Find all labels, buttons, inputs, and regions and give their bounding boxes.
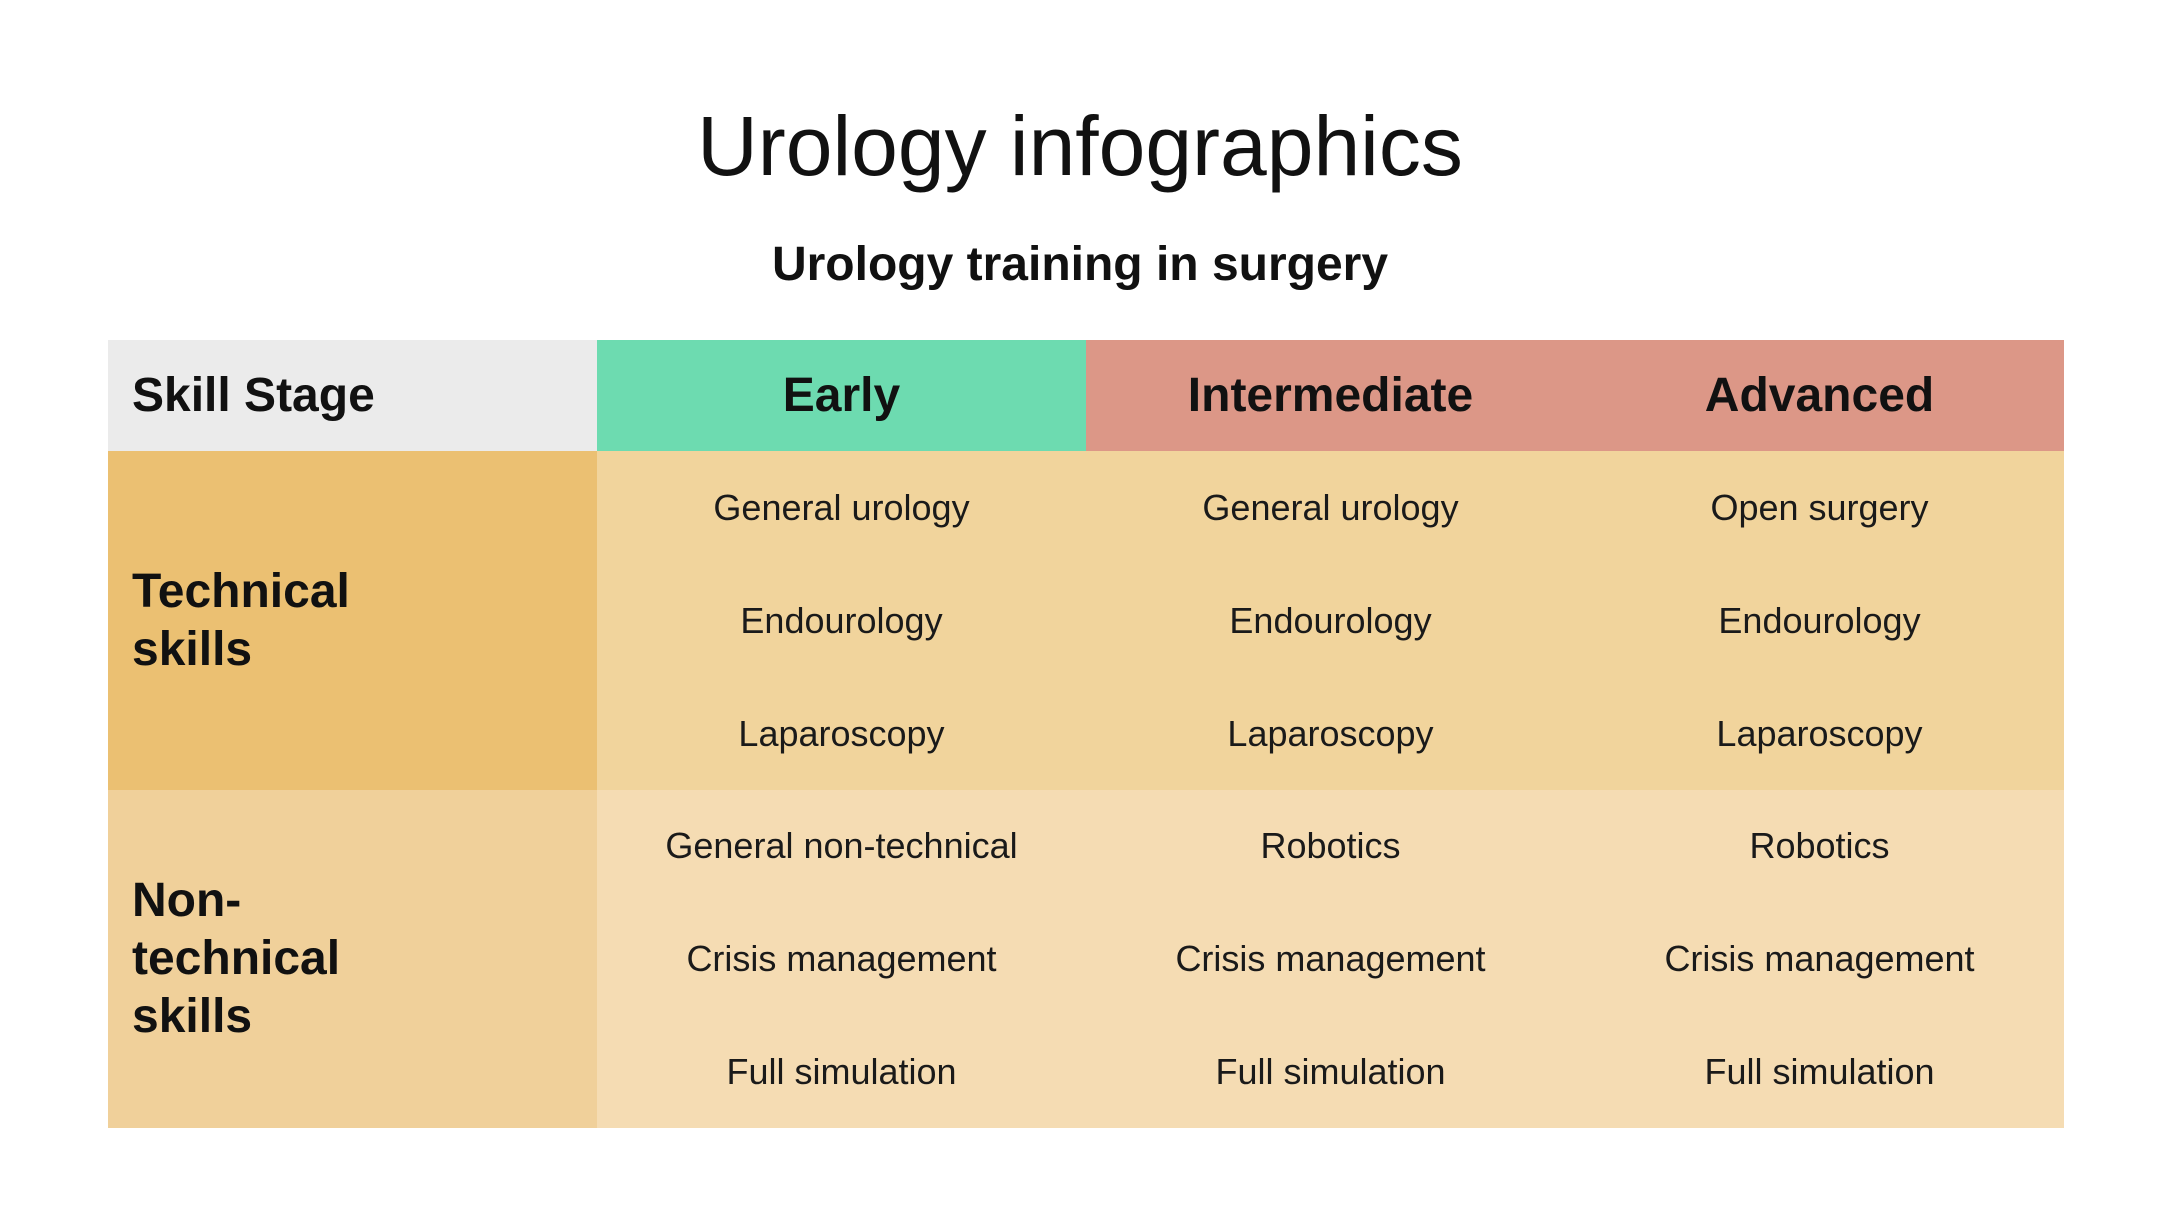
list-item: Endourology xyxy=(1718,599,1921,641)
page-title: Urology infographics xyxy=(697,99,1463,193)
list-item: Robotics xyxy=(1260,825,1401,867)
page-subtitle: Urology training in surgery xyxy=(771,238,1389,291)
list-item: Full simulation xyxy=(1215,1050,1446,1092)
technical-row-background xyxy=(597,451,2064,790)
list-item: Robotics xyxy=(1749,825,1890,867)
list-item: General urology xyxy=(1202,486,1459,528)
row-label-line: skills xyxy=(132,622,253,676)
list-item: Laparoscopy xyxy=(738,712,945,754)
list-item: Full simulation xyxy=(726,1050,957,1092)
list-item: General urology xyxy=(713,486,970,528)
row-label-non-technical-skills: Non- technical skills xyxy=(108,790,597,1128)
header-early: Early xyxy=(597,340,1086,451)
list-item: Laparoscopy xyxy=(1716,712,1923,754)
list-item: Laparoscopy xyxy=(1227,712,1434,754)
list-item: Crisis management xyxy=(686,938,997,979)
nontechnical-row-background xyxy=(597,790,2064,1128)
skill-stage-table: Skill Stage Early Intermediate Advanced … xyxy=(108,340,2064,1128)
list-item: Crisis management xyxy=(1175,938,1486,979)
list-item: Crisis management xyxy=(1664,938,1975,979)
list-item: Endourology xyxy=(740,599,943,641)
nontechnical-early-cell: General non-technical Crisis management … xyxy=(597,790,1086,1128)
row-label-line: Non- xyxy=(132,874,242,927)
row-label-line: technical xyxy=(132,932,341,985)
list-item: Full simulation xyxy=(1704,1050,1935,1092)
technical-early-cell: General urology Endourology Laparoscopy xyxy=(597,451,1086,790)
header-advanced: Advanced xyxy=(1575,340,2064,451)
list-item: Endourology xyxy=(1229,599,1432,641)
header-skill-stage: Skill Stage xyxy=(108,340,597,451)
row-label-line: Technical xyxy=(132,564,350,618)
row-label-line: skills xyxy=(132,990,253,1043)
nontechnical-advanced-cell: Robotics Crisis management Full simulati… xyxy=(1575,790,2064,1128)
row-label-technical-skills: Technical skills xyxy=(108,451,597,790)
header-intermediate: Intermediate xyxy=(1086,340,1575,451)
list-item: Open surgery xyxy=(1710,486,1929,528)
technical-intermediate-cell: General urology Endourology Laparoscopy xyxy=(1086,451,1575,790)
list-item: General non-technical xyxy=(665,825,1018,867)
technical-advanced-cell: Open surgery Endourology Laparoscopy xyxy=(1575,451,2064,790)
nontechnical-intermediate-cell: Robotics Crisis management Full simulati… xyxy=(1086,790,1575,1128)
